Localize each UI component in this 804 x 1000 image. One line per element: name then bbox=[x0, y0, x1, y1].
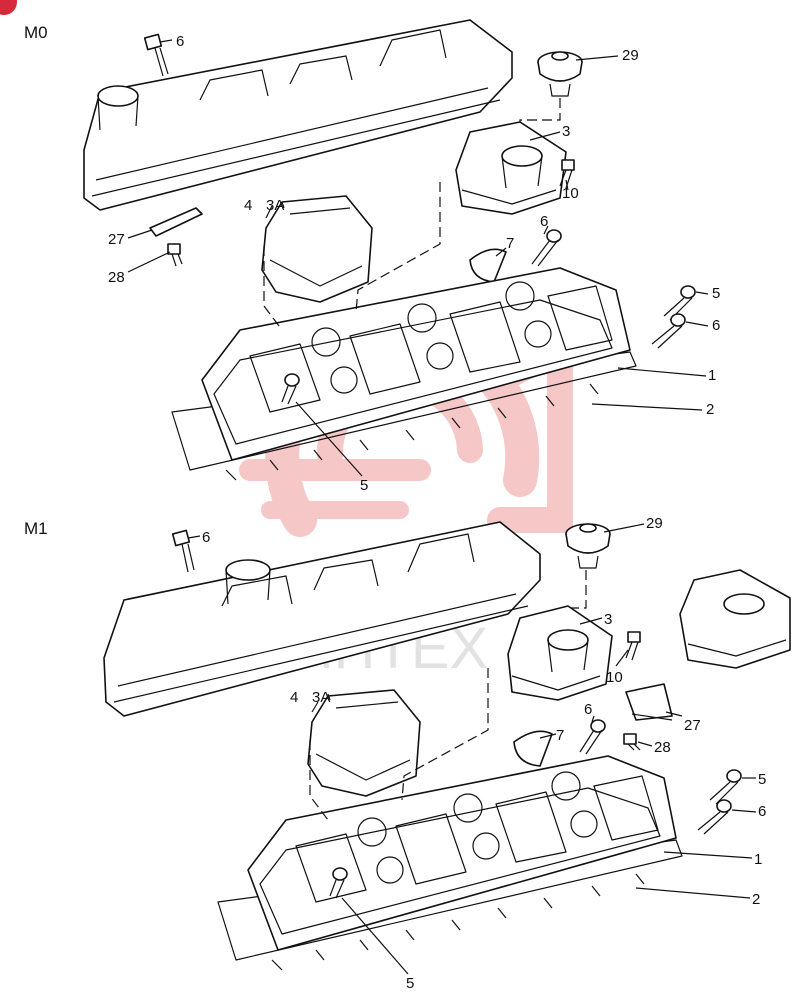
bolt-5-left bbox=[281, 373, 300, 405]
callout-2: 2 bbox=[752, 891, 760, 908]
bolt-28 bbox=[623, 733, 641, 751]
cam-cover-4 bbox=[307, 689, 421, 797]
bolt-6-right bbox=[697, 799, 732, 835]
cam-cover-3 bbox=[455, 121, 567, 215]
leader-lines bbox=[187, 523, 757, 975]
callout-7: 7 bbox=[506, 235, 514, 252]
callout-10: 10 bbox=[606, 669, 623, 686]
oil-filler-cap-29 bbox=[565, 523, 611, 569]
callout-4: 4 bbox=[290, 689, 298, 706]
callout-5-right: 5 bbox=[758, 771, 766, 788]
oil-filler-cap-29 bbox=[537, 51, 583, 97]
leader-lines bbox=[127, 39, 709, 477]
callout-5-right: 5 bbox=[712, 285, 720, 302]
bolt-5-left bbox=[329, 867, 348, 899]
callout-28: 28 bbox=[654, 739, 671, 756]
bracket-27 bbox=[149, 207, 203, 237]
corner-marker bbox=[0, 0, 17, 15]
cam-cover-4 bbox=[261, 195, 373, 303]
callout-6-top: 6 bbox=[176, 33, 184, 50]
callout-1: 1 bbox=[754, 851, 762, 868]
head-gasket-assembly bbox=[171, 267, 637, 481]
callout-3a: 3A bbox=[266, 197, 284, 214]
section-m0: M0 bbox=[24, 19, 720, 494]
cam-cover-right bbox=[679, 569, 791, 669]
callout-5-left: 5 bbox=[406, 975, 414, 992]
callout-7: 7 bbox=[556, 727, 564, 744]
section-m1: M1 bbox=[24, 515, 791, 992]
callout-2: 2 bbox=[706, 401, 714, 418]
valve-cover-long bbox=[103, 521, 541, 717]
gasket-7 bbox=[513, 730, 553, 767]
callout-3: 3 bbox=[562, 123, 570, 140]
callout-27: 27 bbox=[108, 231, 125, 248]
section-title: M0 bbox=[24, 23, 48, 42]
callout-5-left: 5 bbox=[360, 477, 368, 494]
callout-27: 27 bbox=[684, 717, 701, 734]
callout-3a: 3A bbox=[312, 689, 330, 706]
bracket-27 bbox=[625, 683, 673, 721]
callout-6-mid: 6 bbox=[540, 213, 548, 230]
callout-29: 29 bbox=[646, 515, 663, 532]
gasket-7 bbox=[469, 248, 507, 283]
bolt-5-right bbox=[709, 769, 742, 805]
callout-6-mid: 6 bbox=[584, 701, 592, 718]
valve-cover-long bbox=[83, 19, 513, 211]
callout-3: 3 bbox=[604, 611, 612, 628]
section-title: M1 bbox=[24, 519, 48, 538]
callout-10: 10 bbox=[562, 185, 579, 202]
head-gasket-assembly bbox=[217, 755, 683, 971]
callout-28: 28 bbox=[108, 269, 125, 286]
bolt-6-top bbox=[143, 33, 169, 77]
callout-29: 29 bbox=[622, 47, 639, 64]
callout-1: 1 bbox=[708, 367, 716, 384]
bolt-28 bbox=[167, 243, 183, 267]
callout-labels: 6 29 3 10 4 3A 7 6 27 28 5 6 1 2 5 bbox=[202, 515, 766, 992]
callout-4: 4 bbox=[244, 197, 252, 214]
callout-labels: 6 29 3 10 4 3A 27 28 6 7 5 6 1 2 5 bbox=[108, 33, 720, 494]
bolt-6-top bbox=[171, 529, 195, 573]
bolt-6-right bbox=[651, 313, 686, 349]
bolt-6-mid bbox=[531, 229, 562, 267]
bolt-6-mid bbox=[579, 719, 606, 755]
callout-6-right: 6 bbox=[712, 317, 720, 334]
bolt-10 bbox=[625, 631, 641, 661]
callout-6-right: 6 bbox=[758, 803, 766, 820]
cam-cover-3 bbox=[507, 605, 613, 701]
callout-6-top: 6 bbox=[202, 529, 210, 546]
